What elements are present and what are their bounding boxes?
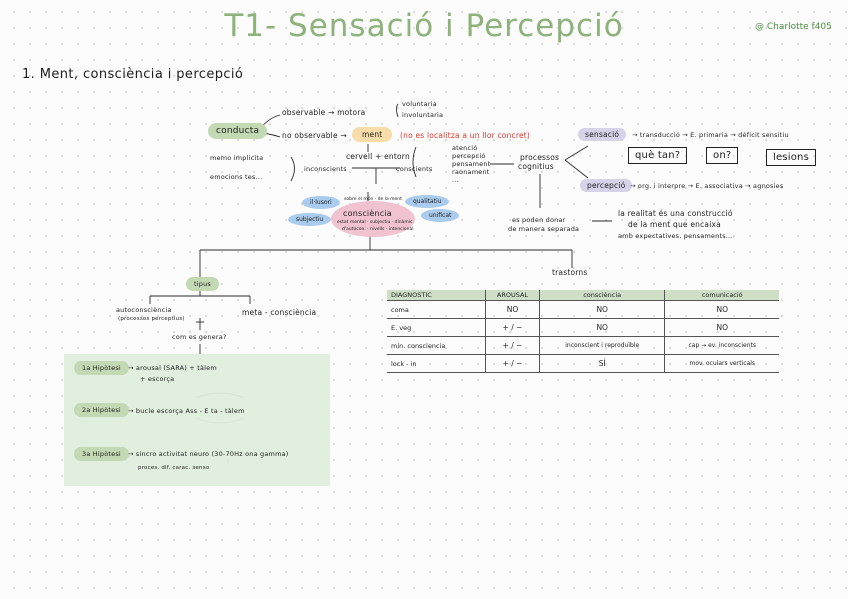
meta-consciencia-label: meta - consciència (242, 308, 317, 317)
hypothesis-2-label: 2a Hipòtesi (74, 403, 129, 417)
column-header: DIAGNOSTIC (387, 290, 486, 301)
column-header: AROUSAL (485, 290, 540, 301)
section-heading: 1. Ment, consciència i percepció (22, 67, 244, 82)
subjectiu-pill: subjectiu (288, 206, 332, 226)
hypothesis-1-label: 1a Hipòtesi (74, 361, 129, 375)
hypothesis-3-text: → sincro activitat neuro (30-70Hz ona ga… (128, 450, 289, 458)
hypothesis-1-text2: + escorça (140, 375, 175, 383)
emocions-label: emocions tes... (210, 173, 263, 181)
processes-list: atenció percepció pensament raonament ..… (452, 144, 491, 184)
manera-separada-label: de manera separada (508, 225, 580, 233)
author-handle: @ Charlotte f405 (755, 22, 832, 32)
table-row: E. veg + / − NO NO (387, 318, 779, 337)
hypotheses-panel (64, 354, 330, 486)
trastorns-table: DIAGNOSTIC AROUSAL consciència comunicac… (387, 290, 779, 373)
observable-label: observable → motora (282, 108, 366, 117)
table-cell: NO (664, 300, 779, 319)
table-cell: E. veg (387, 318, 486, 337)
realitat-line-3: amb expectatives, pensaments... (618, 232, 733, 240)
ment-node: ment (352, 127, 393, 142)
consciencia-sub: estat mental · subjectiu · dinàmic (337, 220, 413, 225)
page-title: T1- Sensació i Percepció (224, 8, 624, 44)
cognitius-label: cognitius (518, 162, 554, 171)
table-row: lock - in + / − SÍ mov. oculars vertical… (387, 354, 779, 373)
consciencia-node (331, 201, 415, 237)
table-cell: inconscient i reproduïble (538, 336, 665, 355)
realitat-line-2: de la ment que encaixa (628, 220, 721, 229)
table-cell: + / − (485, 318, 540, 337)
lesions-box: lesions (766, 149, 816, 166)
realitat-line-1: la realitat és una construcció (618, 209, 733, 218)
table-cell: lock - in (387, 354, 486, 373)
table-cell: mov. oculars verticals (664, 354, 779, 373)
table-cell: NO (538, 318, 665, 337)
inconscients-label: inconscients (304, 165, 347, 173)
autoconsciencia-sub: (processos perceptius) (118, 316, 185, 322)
hypothesis-1-text: → arousal (SARA) + tàlem (128, 364, 217, 372)
memo-implicita-label: memo implicita (210, 154, 264, 162)
com-es-genera-label: com es genera? (172, 333, 227, 341)
es-poden-donar-label: es poden donar (512, 216, 566, 224)
table-cell: NO (664, 318, 779, 337)
table-row: coma NO NO NO (387, 300, 779, 319)
table-cell: cap → ev. inconscients (664, 336, 779, 355)
consciencia-label: consciència (343, 209, 392, 218)
column-header: comunicació (664, 290, 779, 301)
table-cell: NO (538, 300, 665, 319)
percepcio-chain: → org. i interpre → E. associativa → agn… (630, 182, 784, 190)
ment-sub: sobre el món · de la ment (344, 197, 402, 202)
percepcio-node: percepció (580, 179, 633, 192)
table-cell: coma (387, 300, 486, 319)
conscients-label: conscients (396, 165, 433, 173)
table-cell: + / − (485, 354, 540, 373)
table-cell: NO (485, 300, 540, 319)
processos-label: processos (520, 153, 560, 162)
table-header-row: DIAGNOSTIC AROUSAL consciència comunicac… (387, 290, 779, 301)
on-box: on? (706, 147, 739, 164)
autoconsciencia-label: autoconsciència (116, 306, 172, 314)
qualitatiu-pill: qualitatiu (405, 188, 450, 208)
column-header: consciència (538, 290, 665, 301)
hypothesis-3-label: 3a Hipòtesi (74, 447, 129, 461)
table-row: min. consciencia + / − inconscient i rep… (387, 336, 779, 355)
hypothesis-3-text2: proces. dif. carac. senso (138, 465, 210, 471)
ment-note: (no es localitza a un llor concret) (400, 131, 531, 140)
illusori-pill: il·lusori (302, 189, 340, 209)
conducta-node: conducta (208, 123, 268, 139)
table-cell: min. consciencia (387, 336, 486, 355)
trastorns-title: trastorns (552, 268, 588, 277)
que-tan-box: què tan? (628, 147, 688, 164)
tipus-node: tipus (186, 277, 219, 291)
table-cell: SÍ (538, 354, 665, 373)
sensacio-chain: → transducció → E. primaria → dèficit se… (632, 131, 789, 139)
hypothesis-2-text: → bucle escorça Ass - E ta - tàlem (128, 407, 245, 415)
unificat-pill: unificat (421, 202, 460, 222)
table-cell: + / − (485, 336, 540, 355)
voluntaria-label: voluntaria (402, 100, 437, 108)
sensacio-node: sensació (578, 128, 627, 141)
no-observable-label: no observable → (282, 131, 347, 140)
involuntaria-label: involuntaria (402, 111, 444, 119)
consciencia-sub2: d'autocon. · nivells · intencional (342, 227, 414, 232)
cervell-entorn-label: cervell + entorn (346, 152, 410, 161)
